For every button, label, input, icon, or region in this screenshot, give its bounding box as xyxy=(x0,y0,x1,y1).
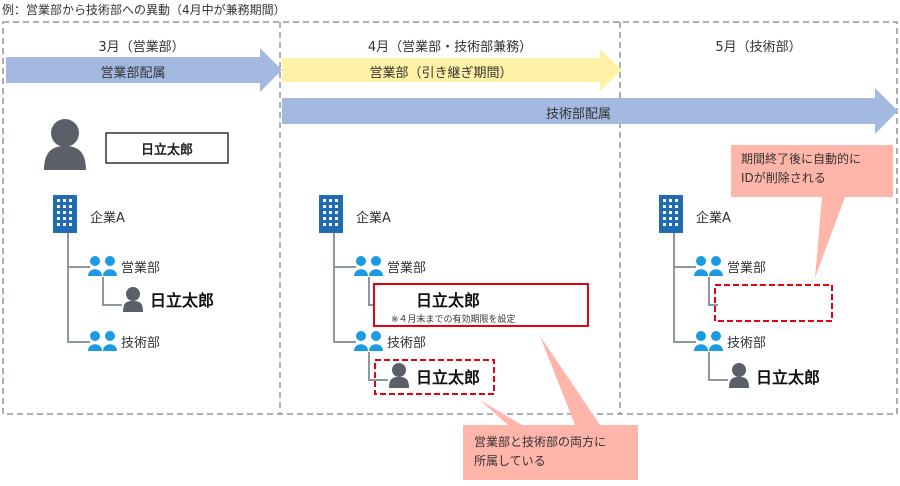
user-name-label: 日立太郎 xyxy=(140,143,193,158)
person-icon xyxy=(389,363,409,388)
tree-connector xyxy=(333,233,356,343)
auto-delete-callout xyxy=(731,145,893,278)
department-tech-label: 技術部 xyxy=(727,336,767,351)
company-label: 企業A xyxy=(356,211,391,226)
tech-membership-highlight xyxy=(374,359,495,395)
sales-handover-arrow xyxy=(282,49,622,91)
column-heading-april: 4月（営業部・技術部兼務） xyxy=(367,40,533,55)
group-icon xyxy=(694,256,723,276)
period-frame xyxy=(2,21,898,415)
group-icon xyxy=(694,331,723,351)
member-name-sales: 日立太郎 xyxy=(416,291,481,310)
department-sales-label: 営業部 xyxy=(727,261,767,276)
tree-connector xyxy=(368,352,388,381)
auto-delete-callout-text: 期間終了後に自動的に IDが削除される xyxy=(741,150,861,188)
group-icon xyxy=(354,331,383,351)
building-icon xyxy=(53,195,77,233)
column-heading-march: 3月（営業部） xyxy=(98,40,185,55)
department-tech-label: 技術部 xyxy=(387,336,427,351)
sales-handover-label: 営業部（引き継ぎ期間） xyxy=(369,66,513,81)
group-icon xyxy=(88,256,117,276)
department-tech-label: 技術部 xyxy=(121,336,161,351)
group-icon xyxy=(88,331,117,351)
tree-connector xyxy=(102,277,122,306)
member-name-sales: 日立太郎 xyxy=(150,291,215,310)
person-icon xyxy=(729,363,749,388)
group-icon xyxy=(354,256,383,276)
tech-assigned-arrow xyxy=(282,88,898,134)
callout-line: 期間終了後に自動的に xyxy=(741,152,862,166)
member-name-tech: 日立太郎 xyxy=(416,368,481,387)
deleted-membership-placeholder xyxy=(714,284,833,322)
company-label: 企業A xyxy=(696,211,731,226)
sales-assigned-arrow xyxy=(6,48,282,92)
tree-connector xyxy=(673,233,696,343)
both-departments-callout-text: 営業部と技術部の両方に 所属している xyxy=(474,433,606,471)
company-label: 企業A xyxy=(90,211,125,226)
column-heading-may: 5月（技術部） xyxy=(715,40,802,55)
both-departments-callout xyxy=(463,336,638,480)
tech-assigned-label: 技術部配属 xyxy=(545,107,611,122)
department-sales-label: 営業部 xyxy=(121,261,161,276)
building-icon xyxy=(659,195,683,233)
tree-connector xyxy=(708,352,728,381)
sales-assigned-label: 営業部配属 xyxy=(100,66,166,81)
tree-connector xyxy=(708,277,718,306)
callout-line: 営業部と技術部の両方に xyxy=(474,435,607,449)
tree-connector xyxy=(67,233,90,343)
person-icon xyxy=(44,119,86,170)
name-box xyxy=(105,132,229,164)
member-name-tech: 日立太郎 xyxy=(756,368,821,387)
sales-membership-highlight xyxy=(373,283,589,327)
callout-line: 所属している xyxy=(474,454,546,468)
person-icon xyxy=(123,287,143,312)
department-sales-label: 営業部 xyxy=(387,261,427,276)
building-icon xyxy=(319,195,343,233)
callout-line: IDが削除される xyxy=(741,171,826,185)
diagram-title: 例：営業部から技術部への異動（4月中が兼務期間） xyxy=(2,3,286,17)
expiry-note: ※４月末までの有効期限を設定 xyxy=(391,315,516,325)
